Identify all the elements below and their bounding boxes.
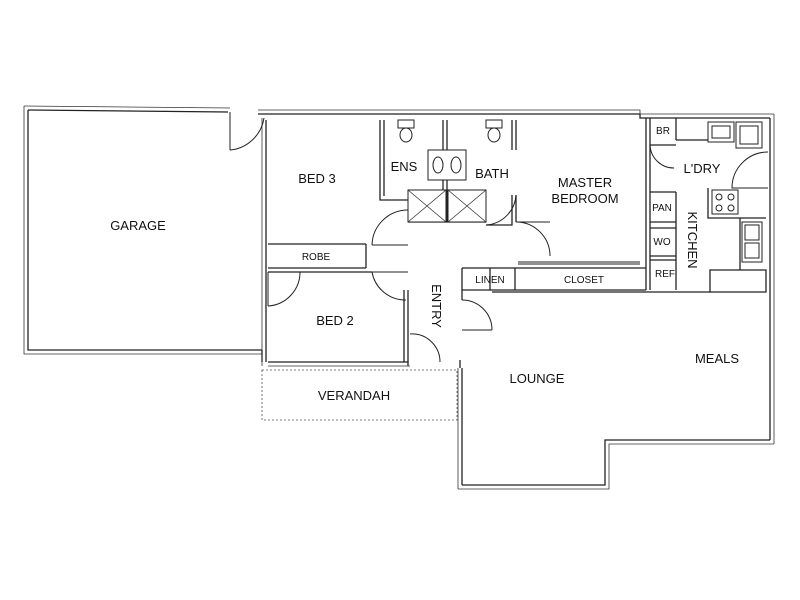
entry-front-door [409, 333, 441, 363]
laundry-door [649, 144, 675, 169]
room-label-ens: ENS [391, 159, 418, 174]
room-label-verandah: VERANDAH [318, 388, 390, 403]
room-label-bed2: BED 2 [316, 313, 354, 328]
room-label-linen: LINEN [475, 275, 504, 286]
bed3-door [371, 209, 409, 246]
room-label-meals: MEALS [695, 351, 739, 366]
bed2-door [371, 271, 408, 301]
room-label-bed3: BED 3 [298, 171, 336, 186]
cooktop-icon [711, 189, 739, 215]
fixtures [397, 119, 763, 263]
room-label-master-line1: MASTER [558, 175, 612, 190]
room-label-pan: PAN [652, 203, 672, 214]
room-labels: GARAGE BED 3 ENS BATH MASTER BEDROOM BR … [110, 126, 739, 403]
room-label-master-line2: BEDROOM [551, 191, 618, 206]
master-door [515, 221, 551, 257]
room-label-ldry: L'DRY [684, 161, 721, 176]
room-label-wo: WO [653, 237, 670, 248]
entry-door [461, 299, 493, 331]
laundry-ext-door [731, 151, 769, 189]
verandah-outline [261, 369, 458, 421]
garage-door [229, 112, 265, 151]
room-label-garage: GARAGE [110, 218, 166, 233]
toilet-icon [485, 119, 503, 129]
room-label-bath: BATH [475, 166, 509, 181]
closet-slider [518, 261, 640, 265]
toilet-icon [397, 119, 415, 129]
bath-door [485, 194, 517, 226]
room-label-kitchen: KITCHEN [685, 211, 700, 268]
bed2-garage-door [267, 271, 301, 307]
room-label-robe: ROBE [302, 252, 331, 263]
doors [229, 112, 769, 363]
room-label-closet: CLOSET [564, 275, 604, 286]
room-label-entry: ENTRY [429, 284, 444, 328]
room-label-lounge: LOUNGE [510, 371, 565, 386]
room-label-ref: REF [655, 269, 675, 280]
room-label-br: BR [656, 126, 670, 137]
